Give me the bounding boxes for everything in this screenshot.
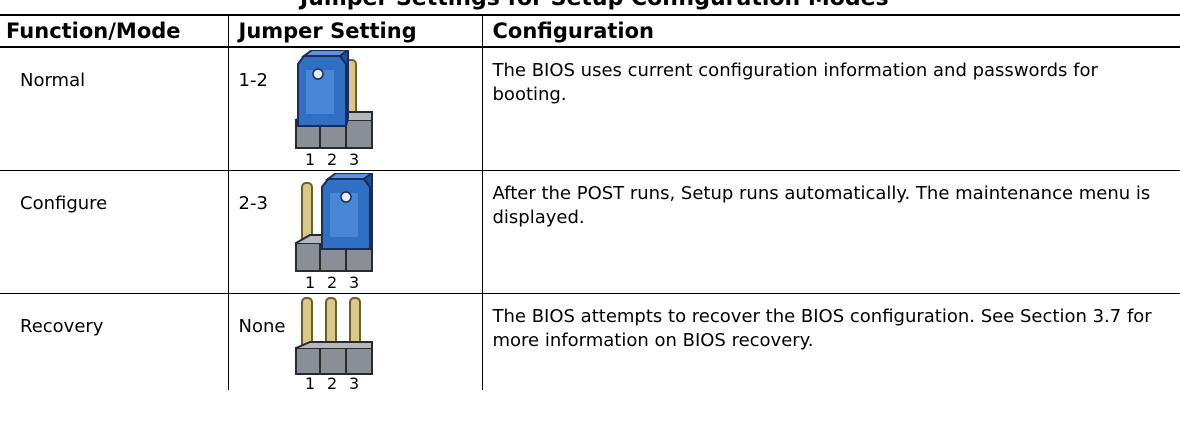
header-row: Function/Mode Jumper Setting Configurati… bbox=[0, 14, 1180, 48]
jumper-none-icon: 1 2 3 bbox=[295, 296, 373, 390]
table-row-normal: Normal 1-2 1 2 bbox=[0, 47, 1180, 171]
pin-label: 1 bbox=[305, 374, 315, 390]
pin-label: 3 bbox=[349, 374, 359, 390]
pin-label: 3 bbox=[349, 273, 359, 291]
jumper-cell: None bbox=[227, 293, 288, 390]
jumper-2-3-icon: 1 2 3 bbox=[295, 172, 374, 291]
configuration-cell: The BIOS uses current configuration info… bbox=[481, 47, 1180, 171]
table-row-recovery: Recovery None 1 2 3 The BIO bbox=[0, 293, 1180, 390]
jumper-1-2-icon: 1 2 3 bbox=[295, 50, 373, 168]
header-function-mode: Function/Mode bbox=[0, 14, 228, 48]
mode-cell: Normal bbox=[0, 47, 228, 171]
pin-label: 2 bbox=[327, 150, 337, 168]
pin-label: 3 bbox=[349, 150, 359, 168]
mode-cell: Configure bbox=[0, 170, 228, 294]
pin-label: 1 bbox=[305, 150, 315, 168]
jumper-cell: 2-3 bbox=[227, 170, 288, 294]
jumper-settings-table: Function/Mode Jumper Setting Configurati… bbox=[0, 14, 1180, 390]
pin-label: 1 bbox=[305, 273, 315, 291]
pin-label: 2 bbox=[327, 374, 337, 390]
header-configuration: Configuration bbox=[481, 14, 1180, 48]
table-caption: Jumper Settings for Setup Configuration … bbox=[300, 0, 889, 10]
jumper-diagram-cell: 1 2 3 bbox=[288, 47, 482, 171]
jumper-diagram-cell: 1 2 3 bbox=[288, 170, 482, 294]
configuration-cell: The BIOS attempts to recover the BIOS co… bbox=[481, 293, 1180, 390]
caption-cutoff: Jumper Settings for Setup Configuration … bbox=[0, 0, 1180, 10]
header-jumper-setting: Jumper Setting bbox=[227, 14, 482, 48]
pin-label: 2 bbox=[327, 273, 337, 291]
configuration-cell: After the POST runs, Setup runs automati… bbox=[481, 170, 1180, 294]
jumper-cell: 1-2 bbox=[227, 47, 288, 171]
mode-cell: Recovery bbox=[20, 315, 104, 337]
jumper-diagram-cell: 1 2 3 bbox=[288, 293, 482, 390]
table-row-configure: Configure 2-3 1 bbox=[0, 170, 1180, 294]
